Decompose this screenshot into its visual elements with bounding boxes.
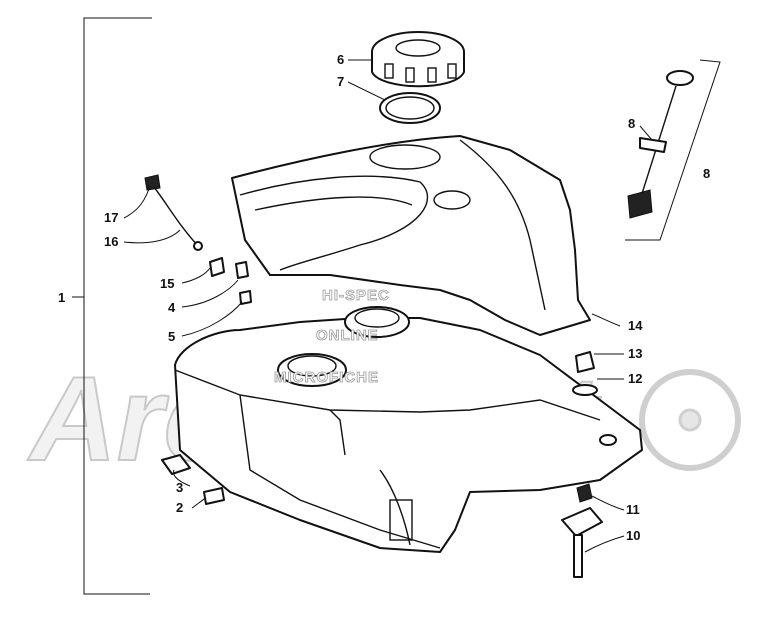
callout-14: 14 [628, 318, 643, 333]
leader-lines [123, 59, 653, 553]
fuel-gauge-sender [627, 70, 694, 219]
fuel-cap [371, 31, 465, 88]
screw-and-clip [161, 454, 225, 505]
callout-10: 10 [626, 528, 640, 543]
watermark-line2: ONLINE [316, 327, 379, 344]
assembly-bracket [72, 17, 152, 595]
callout-8-right: 8 [703, 166, 710, 181]
fittings [209, 257, 252, 305]
watermark-wheel [639, 369, 741, 471]
watermark-line3: MICROFICHE [274, 369, 379, 386]
callout-3: 3 [176, 480, 183, 495]
callout-17: 17 [104, 210, 118, 225]
callout-labels: 1 2 3 4 5 6 7 8 8 10 11 12 13 14 15 16 1… [58, 52, 710, 543]
callout-5: 5 [168, 329, 175, 344]
callout-7: 7 [337, 74, 344, 89]
callout-11: 11 [626, 502, 640, 517]
callout-6: 6 [337, 52, 344, 67]
callout-8-upper: 8 [628, 116, 635, 131]
tank-shroud [231, 135, 591, 336]
callout-13: 13 [628, 346, 642, 361]
watermark-line1: HI-SPEC [322, 287, 390, 304]
vent-hose [144, 174, 203, 251]
watermark-text: HI-SPEC ONLINE MICROFICHE [274, 287, 390, 387]
watermark-hub [678, 408, 702, 432]
callout-16: 16 [104, 234, 118, 249]
callout-15: 15 [160, 276, 174, 291]
fuel-tank [174, 306, 643, 553]
cap-gasket [379, 92, 441, 124]
callout-1: 1 [58, 290, 65, 305]
callout-4: 4 [168, 300, 176, 315]
mounting-hardware [561, 351, 603, 578]
callout-12: 12 [628, 371, 642, 386]
callout-2: 2 [176, 500, 183, 515]
